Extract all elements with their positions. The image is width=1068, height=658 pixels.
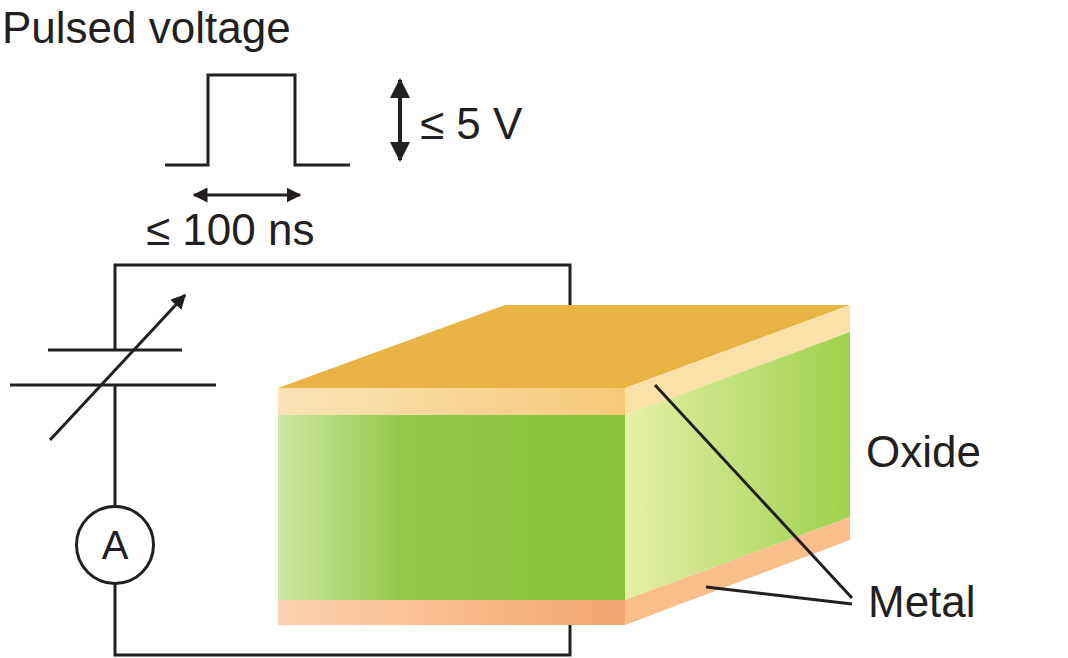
oxide-front	[278, 415, 625, 600]
layer-label: Metal	[868, 580, 976, 624]
variable-arrow	[50, 295, 185, 440]
wire	[114, 385, 117, 506]
amplitude-label: ≤ 5 V	[420, 102, 522, 146]
amplitude-arrow	[398, 80, 402, 160]
pulse-width-label: ≤ 100 ns	[146, 208, 314, 252]
width-arrow	[194, 194, 300, 197]
bottom-metal-side	[625, 517, 850, 625]
leader-line	[706, 587, 852, 604]
source-plate	[48, 349, 182, 352]
meter-letter: A	[102, 525, 129, 565]
bottom-metal-front	[278, 600, 625, 625]
pulse-waveform	[165, 75, 350, 165]
leader-line	[655, 385, 852, 598]
source-plate	[10, 384, 216, 387]
top-metal-front	[278, 388, 625, 415]
layer-label: Oxide	[866, 430, 981, 474]
title-label: Pulsed voltage	[2, 6, 291, 50]
ammeter-symbol: A	[75, 505, 155, 585]
